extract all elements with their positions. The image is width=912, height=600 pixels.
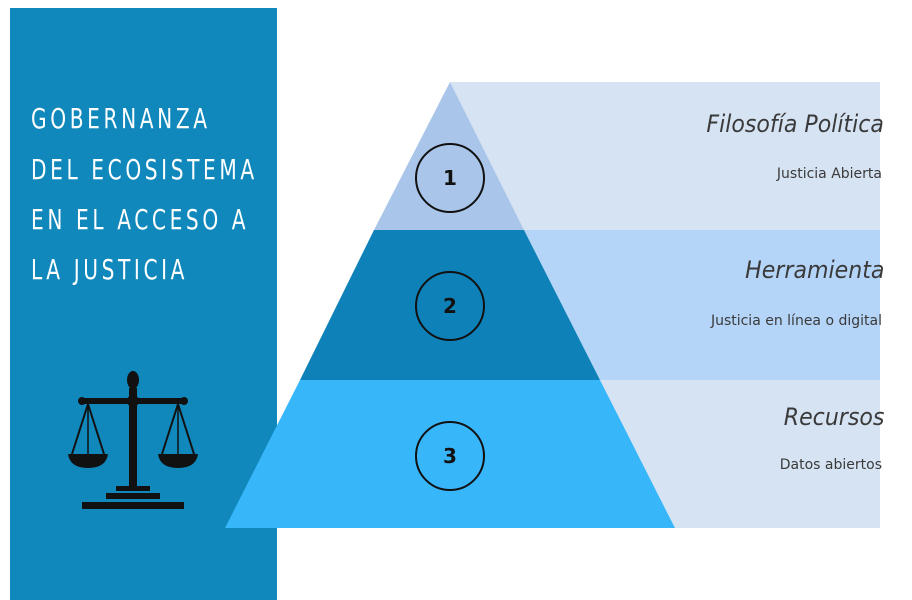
tier-3-title: Recursos (783, 403, 884, 431)
balance-scale-icon (68, 371, 198, 509)
tier-2-number-badge: 2 (415, 271, 485, 341)
tier-3-band (600, 380, 880, 528)
tier-3-subtitle: Datos abiertos (779, 457, 882, 473)
tier-2-subtitle: Justicia en línea o digital (710, 313, 882, 329)
tier-2-title: Herramienta (744, 256, 884, 284)
title-line-1: GOBERNANZA (31, 102, 211, 135)
tier-2-band (524, 230, 880, 380)
tier-1-title: Filosofía Política (706, 110, 884, 138)
tier-1-number-badge: 1 (415, 143, 485, 213)
tier-1-band (450, 82, 880, 230)
title-panel: GOBERNANZA DEL ECOSISTEMA EN EL ACCESO A… (10, 8, 277, 600)
tier-1-subtitle: Justicia Abierta (776, 166, 882, 182)
tier-3-number-badge: 3 (415, 421, 485, 491)
title-line-2: DEL ECOSISTEMA (31, 153, 258, 186)
title-line-3: EN EL ACCESO A (31, 203, 250, 236)
title-line-4: LA JUSTICIA (31, 253, 189, 286)
